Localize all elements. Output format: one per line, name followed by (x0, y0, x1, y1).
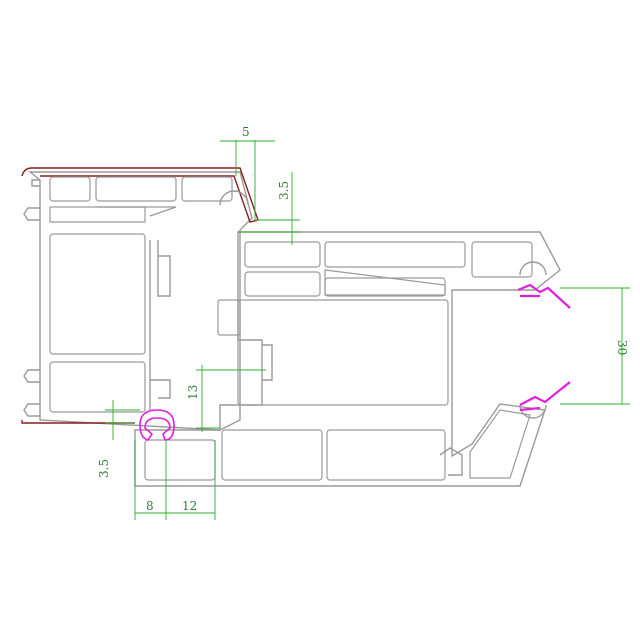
glazing-seals (139, 283, 571, 441)
dim-glass-gap: 30 (615, 340, 629, 355)
dim-bottom-height: 3.5 (97, 459, 111, 478)
frame-gasket (139, 409, 175, 441)
dimension-lines: 5 3.5 30 13 3.5 8 12 (97, 125, 630, 520)
frame-cap-top (21, 167, 259, 223)
dim-top-height: 3.5 (277, 181, 291, 200)
lower-glazing-seal (519, 381, 571, 406)
dim-bottom-right: 12 (182, 499, 197, 513)
dim-rebate-height: 13 (186, 385, 200, 400)
upper-glazing-seal (517, 283, 571, 309)
dim-bottom-left: 8 (146, 499, 154, 513)
frame-cap-bottom (21, 420, 135, 424)
outer-frame-profile (21, 167, 259, 431)
dim-top-offset: 5 (242, 125, 250, 139)
sash-profile (134, 231, 561, 487)
